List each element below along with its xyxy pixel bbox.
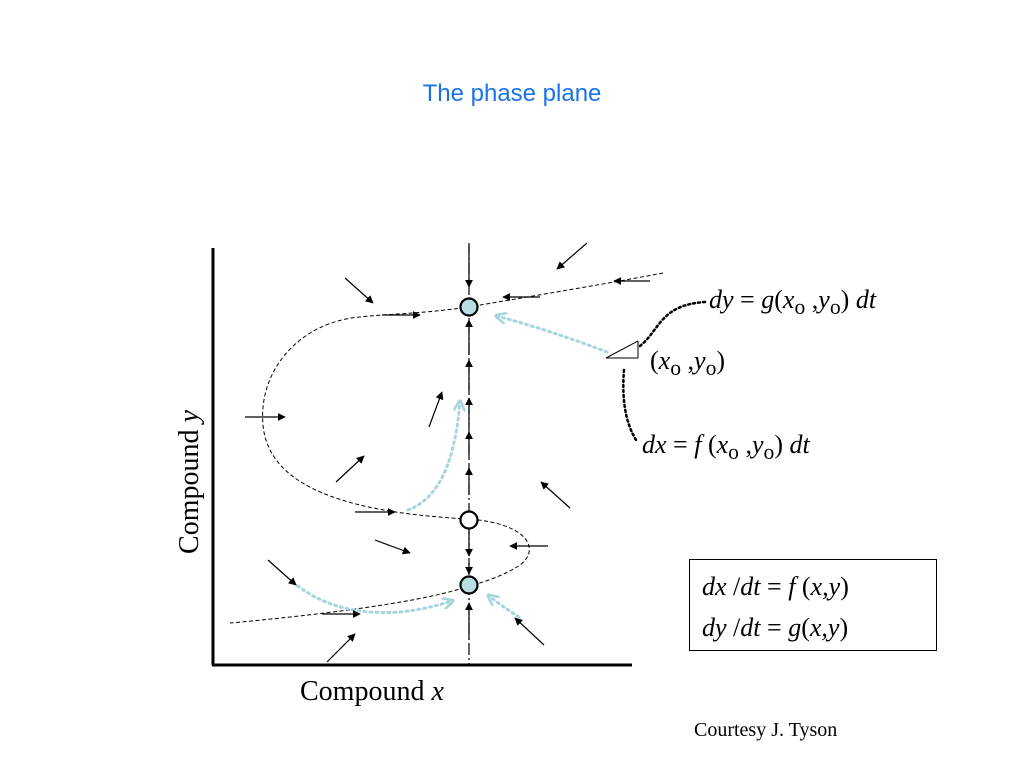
connector-dx: [622, 368, 638, 442]
vector-arrow: [326, 633, 356, 663]
dx-annotation: dx = f (xo ,yo) dt: [642, 430, 810, 465]
ode-system-box: dx /dt = f (x,y) dy /dt = g(x,y): [689, 559, 937, 651]
vector-arrow: [335, 455, 365, 483]
dy-dt-equation: dy /dt = g(x,y): [702, 613, 849, 642]
point-annotation: (xo ,yo): [650, 346, 726, 381]
vector-arrow: [556, 242, 588, 270]
slide-title: The phase plane: [422, 80, 602, 107]
connector-dy: [638, 300, 707, 348]
vector-arrow: [267, 559, 297, 586]
dy-annotation: dy = g(xo ,yo) dt: [709, 285, 877, 320]
dx-dt-equation: dx /dt = f (x,y): [702, 572, 849, 601]
y-nullcline: [229, 272, 664, 624]
y-axis-label: Compound y: [174, 410, 205, 554]
trajectory-lower-right: [489, 596, 521, 619]
resultant-vector: [605, 340, 639, 359]
credit-text: Courtesy J. Tyson: [694, 719, 838, 741]
vector-arrow: [344, 277, 374, 304]
vector-arrow: [540, 481, 571, 509]
vector-arrow: [428, 391, 444, 428]
trajectory-upper: [497, 316, 609, 354]
vector-arrow: [514, 617, 545, 646]
unstable-steady-state: [459, 510, 479, 530]
stable-steady-state-upper: [459, 297, 479, 317]
stable-steady-state-lower: [459, 575, 479, 595]
trajectory-rising: [406, 402, 460, 512]
x-axis-label: Compound x: [300, 676, 444, 707]
vector-arrow: [374, 539, 411, 555]
trajectory-lower-left: [291, 580, 452, 614]
